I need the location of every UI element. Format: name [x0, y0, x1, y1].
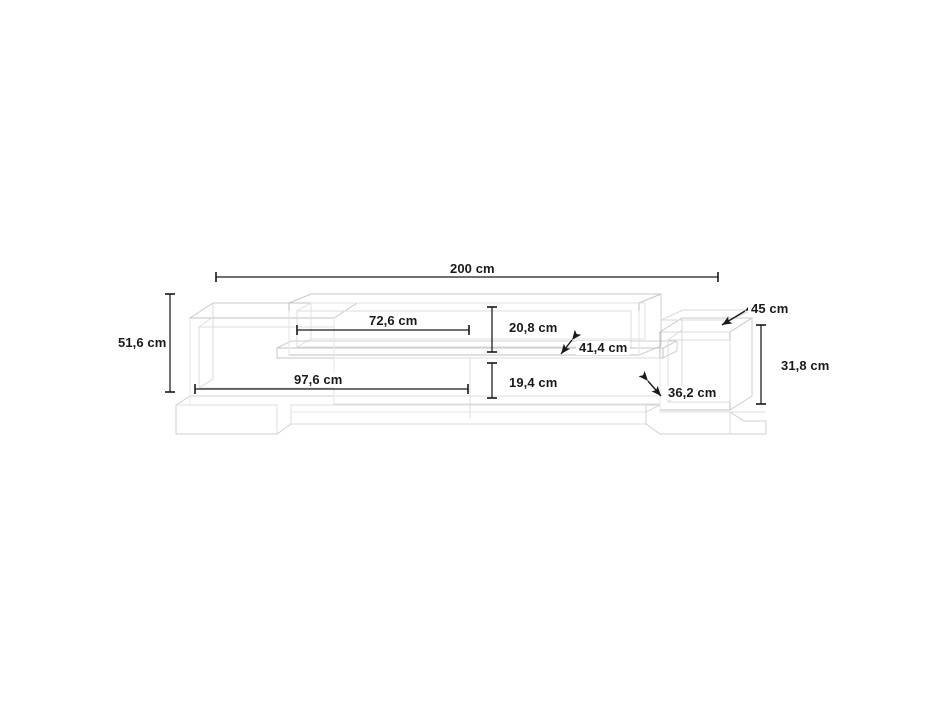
- leader-right-depth: [638, 370, 662, 397]
- leader-top-depth: [721, 302, 756, 326]
- upper-center-box: [288, 293, 662, 356]
- label-right-side-height: 31,8 cm: [778, 359, 833, 373]
- label-total-width: 200 cm: [447, 262, 498, 276]
- label-lower-compartment-height: 19,4 cm: [506, 376, 561, 390]
- construction-lines: [189, 311, 661, 412]
- dimension-lines: [165, 272, 766, 405]
- label-upper-compartment-depth: 41,4 cm: [576, 341, 631, 355]
- leader-upper-depth: [560, 329, 582, 355]
- furniture-geometry: [175, 293, 767, 435]
- label-upper-compartment-width: 72,6 cm: [366, 314, 421, 328]
- label-right-side-depth: 36,2 cm: [665, 386, 720, 400]
- label-total-height: 51,6 cm: [115, 336, 170, 350]
- label-upper-compartment-height: 20,8 cm: [506, 321, 561, 335]
- right-connecting-rail: [660, 309, 753, 333]
- lower-body-panel: [334, 357, 661, 418]
- label-top-depth: 45 cm: [748, 302, 792, 316]
- label-lower-compartment-width: 97,6 cm: [291, 373, 346, 387]
